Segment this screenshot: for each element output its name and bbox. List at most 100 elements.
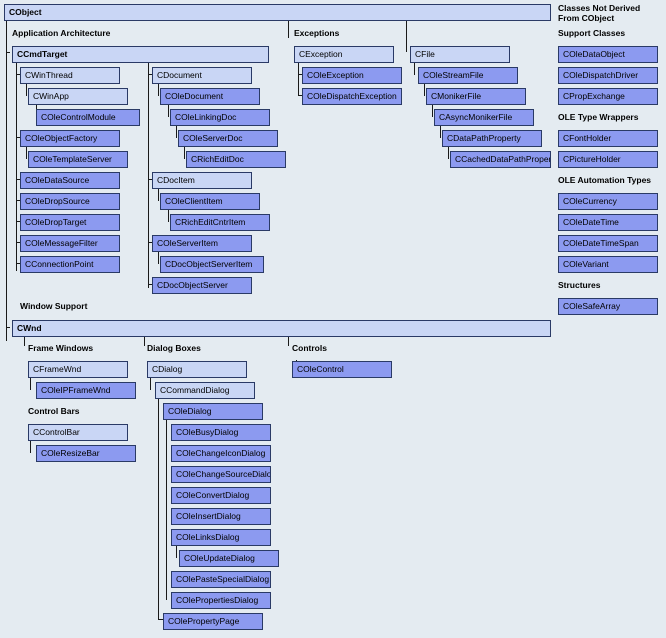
class-box-cconnectionpoint[interactable]: CConnectionPoint xyxy=(20,256,120,273)
connector-line xyxy=(158,83,159,96)
class-box-coledropsource[interactable]: COleDropSource xyxy=(20,193,120,210)
class-box-colecontrol[interactable]: COleControl xyxy=(292,361,392,378)
class-box-coledatetimespan[interactable]: COleDateTimeSpan xyxy=(558,235,658,252)
class-box-colepropertypage[interactable]: COlePropertyPage xyxy=(163,613,263,630)
class-box-coledocument[interactable]: COleDocument xyxy=(160,88,260,105)
connector-line xyxy=(148,284,152,285)
class-box-colecurrency[interactable]: COleCurrency xyxy=(558,193,658,210)
class-box-ccacheddatapathproperty[interactable]: CCachedDataPathProperty xyxy=(450,151,551,168)
class-box-coleclientitem[interactable]: COleClientItem xyxy=(160,193,260,210)
connector-line xyxy=(168,104,169,117)
class-box-cdialog[interactable]: CDialog xyxy=(147,361,247,378)
class-box-colelinkingdoc[interactable]: COleLinkingDoc xyxy=(170,109,270,126)
heading-control-bars: Control Bars xyxy=(28,406,80,416)
class-box-coledataobject[interactable]: COleDataObject xyxy=(558,46,658,63)
connector-line xyxy=(176,545,177,558)
class-box-cdocitem[interactable]: CDocItem xyxy=(152,172,252,189)
connector-line xyxy=(148,242,152,243)
class-box-coleupdatedialog[interactable]: COleUpdateDialog xyxy=(179,550,279,567)
class-box-colestreamfile[interactable]: COleStreamFile xyxy=(418,67,518,84)
class-box-coledispatchdriver[interactable]: COleDispatchDriver xyxy=(558,67,658,84)
class-box-ccommanddialog[interactable]: CCommandDialog xyxy=(155,382,255,399)
class-box-casyncmonikerfile[interactable]: CAsyncMonikerFile xyxy=(434,109,534,126)
class-box-cpropexchange[interactable]: CPropExchange xyxy=(558,88,658,105)
class-box-colesafearray[interactable]: COleSafeArray xyxy=(558,298,658,315)
class-box-cdocument[interactable]: CDocument xyxy=(152,67,252,84)
class-box-cexception[interactable]: CException xyxy=(294,46,394,63)
connector-line xyxy=(16,221,20,222)
class-box-cobject[interactable]: CObject xyxy=(4,4,551,21)
class-box-coledatetime[interactable]: COleDateTime xyxy=(558,214,658,231)
heading-ole-automation-types: OLE Automation Types xyxy=(558,175,652,185)
heading-structures: Structures xyxy=(558,280,601,290)
connector-line xyxy=(176,125,177,138)
class-box-coleconvertdialog[interactable]: COleConvertDialog xyxy=(171,487,271,504)
class-box-colepropertiesdialog[interactable]: COlePropertiesDialog xyxy=(171,592,271,609)
class-box-coledispatchexception[interactable]: COleDispatchException xyxy=(302,88,402,105)
class-box-coleserverdoc[interactable]: COleServerDoc xyxy=(178,130,278,147)
class-box-cdocobjectserveritem[interactable]: CDocObjectServerItem xyxy=(160,256,264,273)
class-box-coleobjectfactory[interactable]: COleObjectFactory xyxy=(20,130,120,147)
connector-line xyxy=(6,327,10,328)
class-box-coleipframewnd[interactable]: COleIPFrameWnd xyxy=(36,382,136,399)
class-box-cdocobjectserver[interactable]: CDocObjectServer xyxy=(152,277,252,294)
class-box-coleserveritem[interactable]: COleServerItem xyxy=(152,235,252,252)
heading-window-support: Window Support xyxy=(20,301,88,311)
class-box-colecontrolmodule[interactable]: COleControlModule xyxy=(36,109,140,126)
connector-line xyxy=(150,377,151,390)
connector-line xyxy=(30,440,31,453)
class-box-ccontrolbar[interactable]: CControlBar xyxy=(28,424,128,441)
class-box-cframewnd[interactable]: CFrameWnd xyxy=(28,361,128,378)
class-box-cmonikerfile[interactable]: CMonikerFile xyxy=(426,88,526,105)
class-box-colemessagefilter[interactable]: COleMessageFilter xyxy=(20,235,120,252)
connector-line xyxy=(424,83,425,96)
class-box-coleinsertdialog[interactable]: COleInsertDialog xyxy=(171,508,271,525)
class-box-coledatasource[interactable]: COleDataSource xyxy=(20,172,120,189)
heading-from-cobject: From CObject xyxy=(558,13,615,23)
class-box-cfile[interactable]: CFile xyxy=(410,46,510,63)
class-box-cwinthread[interactable]: CWinThread xyxy=(20,67,120,84)
class-box-coleresizebar[interactable]: COleResizeBar xyxy=(36,445,136,462)
connector-line xyxy=(16,242,20,243)
connector-line xyxy=(158,619,164,620)
connector-line xyxy=(16,74,20,75)
class-box-cwinapp[interactable]: CWinApp xyxy=(28,88,128,105)
connector-line xyxy=(288,337,289,346)
connector-line xyxy=(288,20,289,38)
connector-line xyxy=(440,125,441,138)
class-box-coledialog[interactable]: COleDialog xyxy=(163,403,263,420)
class-box-cpictureholder[interactable]: CPictureHolder xyxy=(558,151,658,168)
class-box-ccmdtarget[interactable]: CCmdTarget xyxy=(12,46,269,63)
connector-line xyxy=(166,419,167,600)
class-box-colelinksdialog[interactable]: COleLinksDialog xyxy=(171,529,271,546)
class-box-colepastespecialdialog[interactable]: COlePasteSpecialDialog xyxy=(171,571,271,588)
class-box-colechangesourcedialog[interactable]: COleChangeSourceDialog xyxy=(171,466,271,483)
heading-support-classes: Support Classes xyxy=(558,28,626,38)
connector-line xyxy=(144,337,145,346)
connector-line xyxy=(16,137,20,138)
class-box-colechangeicondialog[interactable]: COleChangeIconDialog xyxy=(171,445,271,462)
connector-line xyxy=(432,104,433,117)
connector-line xyxy=(158,398,159,620)
class-box-colevariant[interactable]: COleVariant xyxy=(558,256,658,273)
heading-classes-not-derived: Classes Not Derived xyxy=(558,3,641,13)
heading-dialog-boxes: Dialog Boxes xyxy=(147,343,201,353)
class-box-crichcditcntritem[interactable]: CRichEditCntrItem xyxy=(170,214,270,231)
class-box-colebusydialog[interactable]: COleBusyDialog xyxy=(171,424,271,441)
connector-line xyxy=(158,188,159,201)
class-box-cwnd[interactable]: CWnd xyxy=(12,320,551,337)
connector-line xyxy=(406,20,407,52)
connector-line xyxy=(414,62,415,75)
class-box-coleexception[interactable]: COleException xyxy=(302,67,402,84)
connector-line xyxy=(148,74,152,75)
heading-application-architecture: Application Architecture xyxy=(12,28,111,38)
class-box-coledroptarget[interactable]: COleDropTarget xyxy=(20,214,120,231)
class-box-cdatapathproperty[interactable]: CDataPathProperty xyxy=(442,130,542,147)
connector-line xyxy=(16,200,20,201)
class-box-crichcditdoc[interactable]: CRichEditDoc xyxy=(186,151,286,168)
class-box-cfontholder[interactable]: CFontHolder xyxy=(558,130,658,147)
class-box-coletemplateserver[interactable]: COleTemplateServer xyxy=(28,151,128,168)
connector-line xyxy=(16,263,20,264)
connector-line xyxy=(298,74,302,75)
